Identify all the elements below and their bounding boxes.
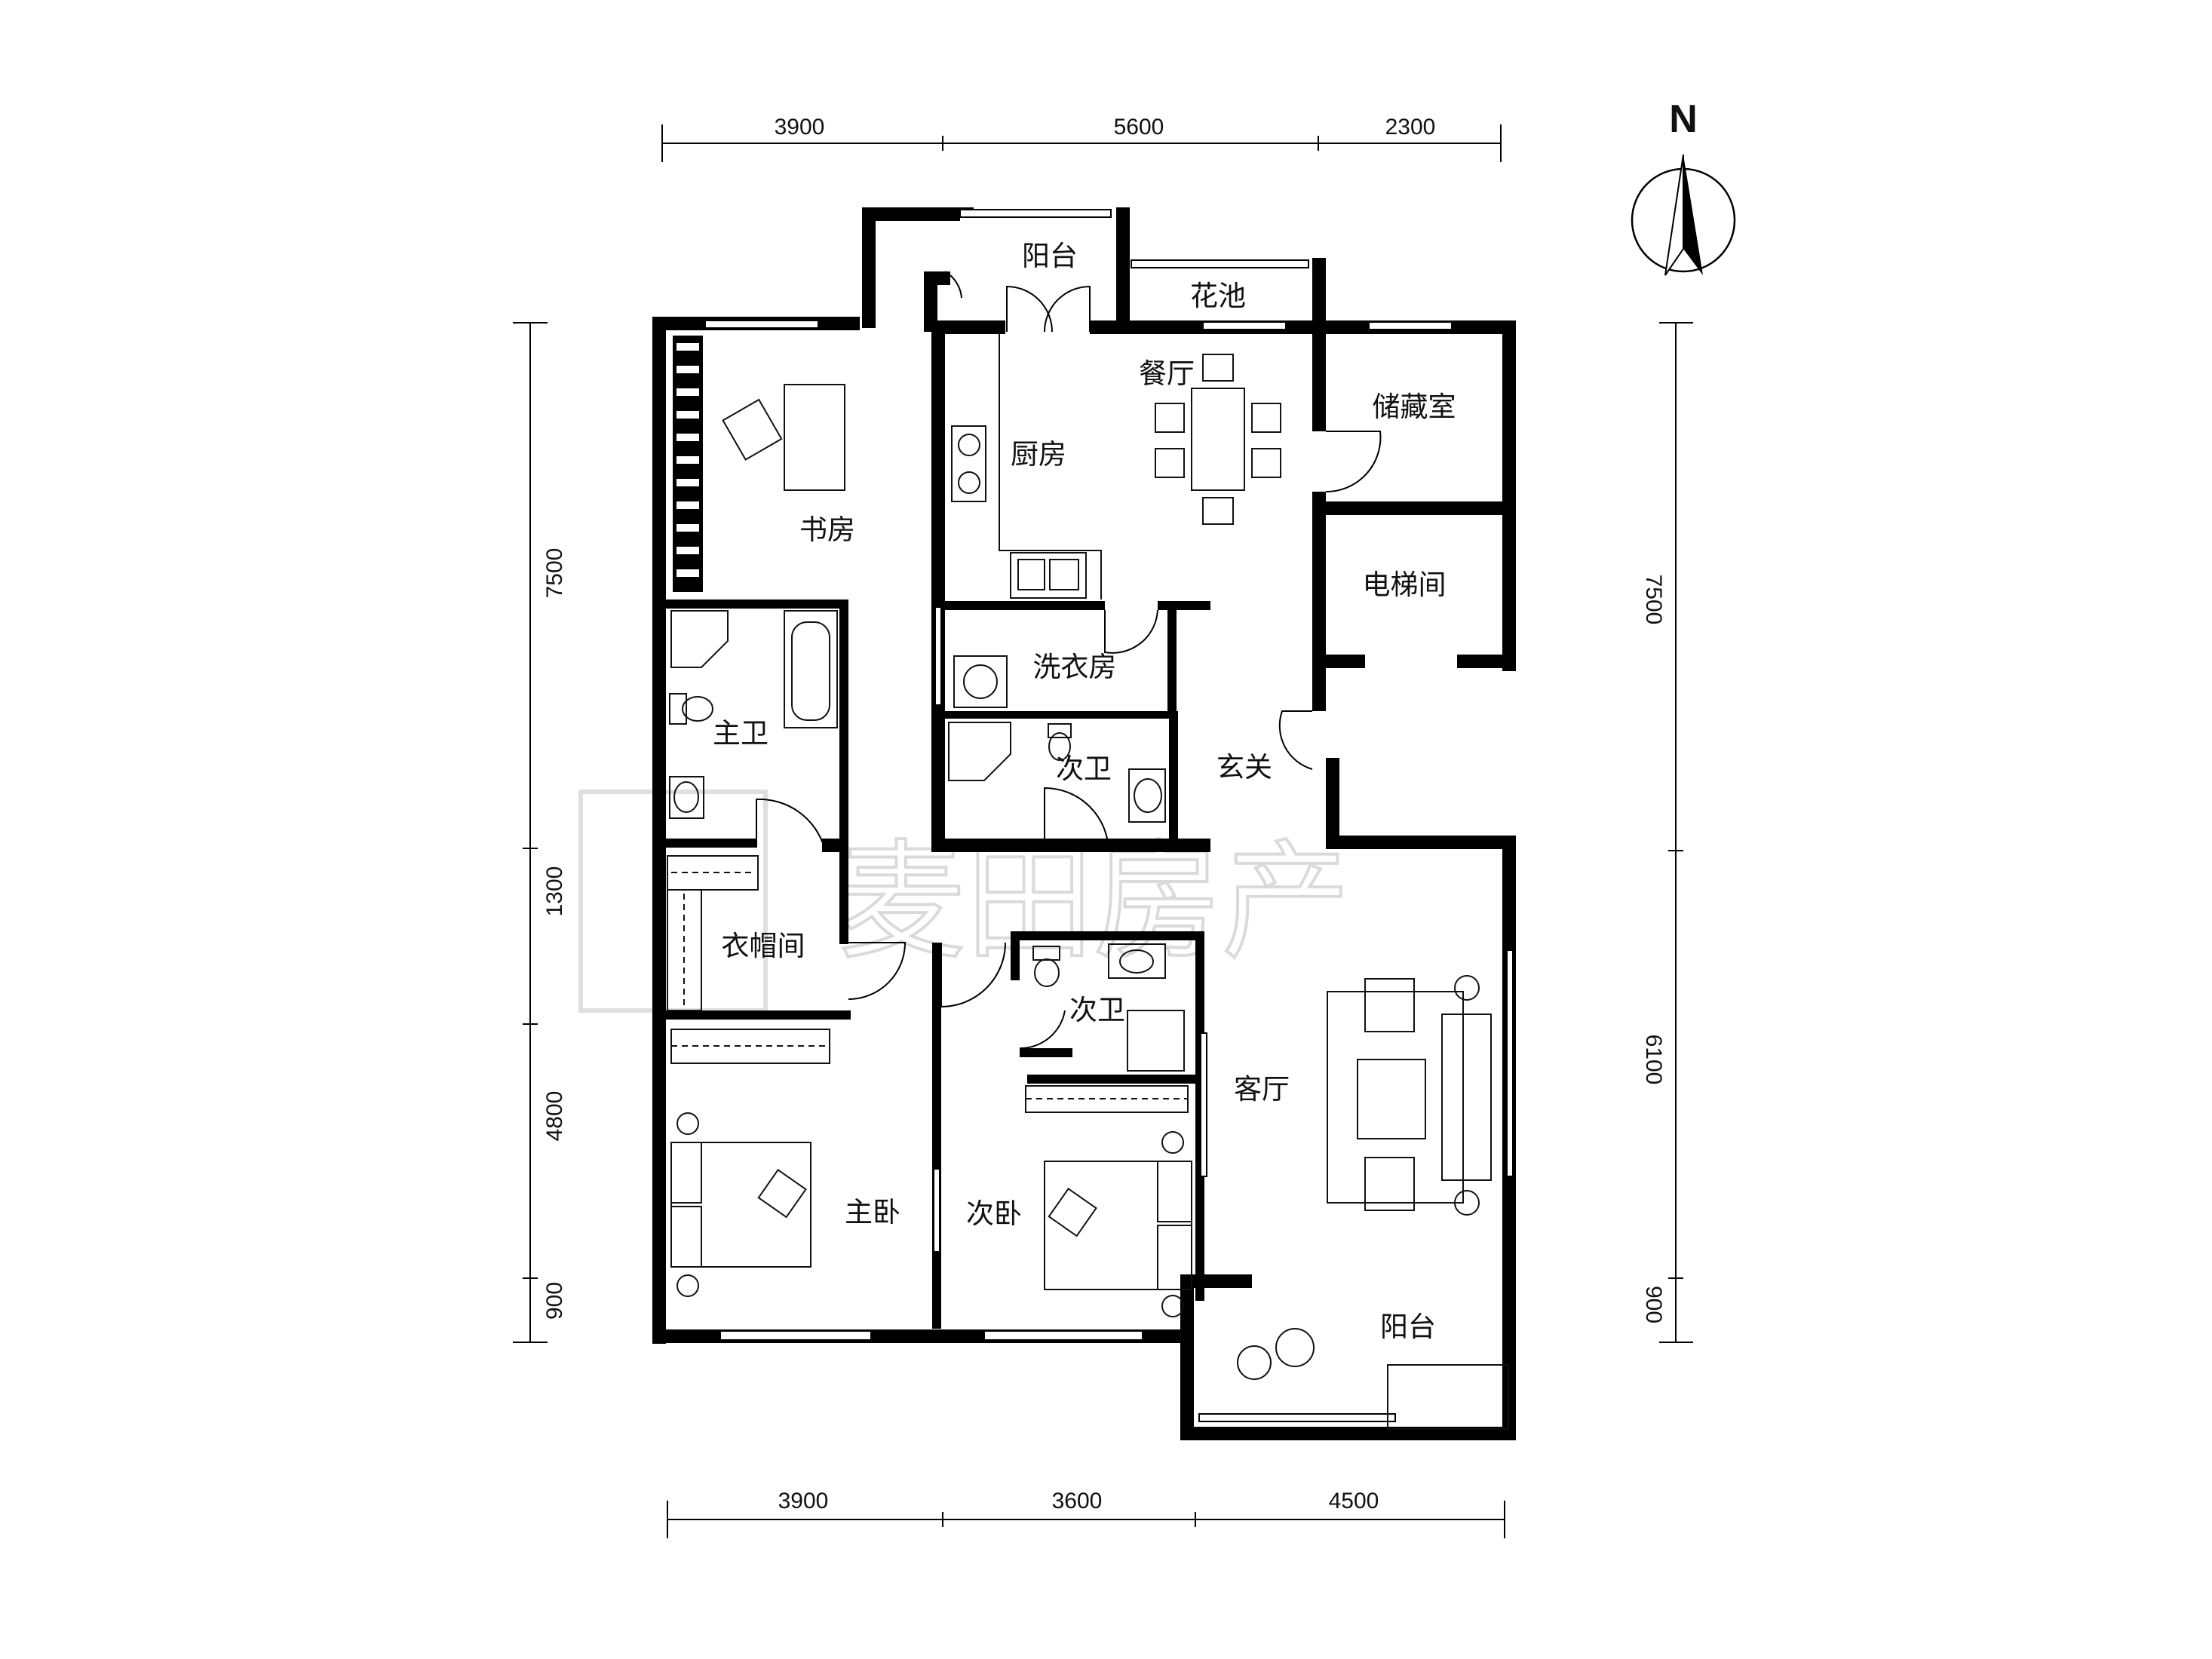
- desk-icon: [784, 384, 845, 491]
- wardrobe-icon: [667, 855, 830, 1064]
- dimension-top: 3900 5600 2300: [661, 115, 1502, 162]
- room-label-second-bedroom: 次卧: [966, 1197, 1022, 1230]
- washbasin-icon: [1108, 943, 1166, 979]
- room-label-balcony-north: 阳台: [1022, 240, 1078, 272]
- windows: [704, 209, 1514, 1422]
- dim-right-1: 7500: [1641, 575, 1666, 625]
- room-label-dining: 餐厅: [1139, 357, 1195, 390]
- room-label-flower-bed: 花池: [1190, 280, 1246, 312]
- dim-right-2: 6100: [1641, 1035, 1666, 1085]
- shower-icon: [1127, 1010, 1185, 1072]
- dimension-left: 7500 1300 4800 900: [513, 322, 567, 1343]
- shower-icon: [670, 610, 729, 668]
- room-label-guest-bath-1: 次卫: [1056, 753, 1112, 785]
- washbasin-icon: [1128, 768, 1166, 823]
- dim-top-1: 3900: [775, 115, 825, 140]
- dim-top-3: 2300: [1385, 115, 1436, 140]
- lounge-chair-icon: [1237, 1328, 1315, 1380]
- dim-bottom-2: 3600: [1052, 1489, 1103, 1513]
- bed-icon: [670, 1112, 811, 1297]
- office-chair-icon: [722, 398, 783, 461]
- room-label-guest-bath-2: 次卫: [1069, 994, 1125, 1026]
- room-label-master-bath: 主卫: [713, 717, 769, 750]
- dim-left-3: 4800: [542, 1091, 567, 1142]
- doors: [756, 271, 1382, 1050]
- room-label-storage: 储藏室: [1373, 391, 1456, 423]
- washbasin-icon: [669, 776, 704, 819]
- toilet-icon: [1048, 723, 1072, 761]
- room-label-living: 客厅: [1234, 1073, 1290, 1105]
- north-compass-icon: N: [1631, 97, 1736, 276]
- dimension-right: 7500 6100 900: [1641, 322, 1693, 1343]
- dim-right-3: 900: [1641, 1286, 1666, 1323]
- counter-icon: [999, 332, 1102, 600]
- room-label-kitchen: 厨房: [1011, 438, 1066, 471]
- dim-bottom-1: 3900: [778, 1489, 829, 1513]
- dimension-bottom: 3900 3600 4500: [667, 1489, 1505, 1538]
- dining-table-icon: [1155, 354, 1281, 525]
- dim-left-4: 900: [542, 1282, 567, 1320]
- sofa-set-icon: [1327, 975, 1492, 1216]
- bathtub-icon: [784, 610, 838, 728]
- balcony-door-icon: [1387, 1364, 1509, 1430]
- room-label-study: 书房: [799, 514, 855, 546]
- wardrobe-icon: [1025, 1085, 1189, 1113]
- dim-bottom-3: 4500: [1329, 1489, 1379, 1513]
- room-label-elevator: 电梯间: [1363, 569, 1447, 601]
- room-labels: 阳台 花池 餐厅 厨房 书房 储藏室 电梯间 洗衣房 主卫 次卫 玄关 衣帽间 …: [713, 240, 1456, 1343]
- room-label-cloakroom: 衣帽间: [722, 930, 805, 962]
- bookshelf-icon: [673, 336, 703, 592]
- room-label-master-bedroom: 主卧: [845, 1196, 900, 1228]
- room-label-laundry: 洗衣房: [1033, 651, 1117, 683]
- washing-machine-icon: [953, 655, 1008, 708]
- shower-icon: [948, 722, 1011, 781]
- dim-left-1: 7500: [542, 548, 567, 599]
- toilet-icon: [669, 693, 713, 725]
- room-label-balcony-south: 阳台: [1380, 1311, 1436, 1343]
- watermark: 麦田房产: [578, 790, 1351, 1013]
- sink-icon: [1010, 552, 1087, 599]
- dim-left-2: 1300: [542, 866, 567, 917]
- furniture: [667, 332, 1509, 1430]
- stove-icon: [951, 425, 986, 502]
- dim-top-2: 5600: [1114, 115, 1164, 140]
- room-label-foyer: 玄关: [1216, 751, 1272, 784]
- compass-label: N: [1669, 97, 1698, 141]
- bed-icon: [1044, 1131, 1192, 1317]
- toilet-icon: [1032, 946, 1060, 987]
